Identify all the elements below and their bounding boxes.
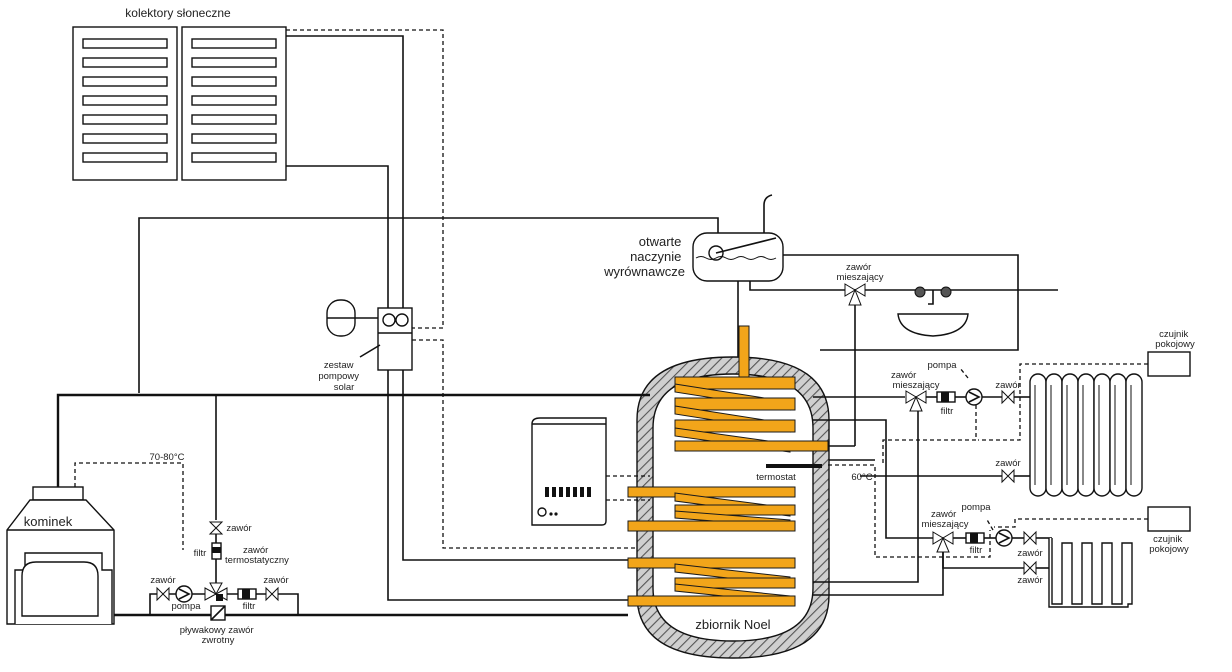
floor-heating-coil — [1048, 538, 1133, 608]
pump-left-label: pompa — [171, 601, 201, 612]
mixing-valve-floor-label: zawór mieszający — [922, 509, 969, 530]
radiator-circuit — [860, 367, 1030, 484]
filter-left-label: filtr — [194, 548, 207, 559]
pump-floor-label: pompa — [961, 502, 991, 513]
floor-heating-circuit — [932, 517, 1052, 576]
valve-left-label: zawór — [150, 575, 175, 586]
sink — [783, 254, 1019, 351]
top-coil — [674, 325, 829, 453]
collectors-label: kolektory słoneczne — [125, 6, 231, 20]
mixing-valve-radiator-label: zawór mieszający — [891, 370, 940, 391]
thermostat-bar — [766, 464, 822, 468]
room-sensor-1 — [1147, 351, 1191, 377]
pump-set-label: zestaw pompowy solar — [318, 360, 361, 393]
valve-left-2-label: zawór — [263, 575, 288, 586]
valve-radiator-1-label: zawór — [995, 380, 1020, 391]
gas-boiler — [531, 417, 607, 526]
storage-tank — [627, 325, 830, 659]
thermostat-label: termostat — [756, 472, 796, 483]
fireplace — [6, 486, 115, 625]
radiator — [1029, 373, 1143, 497]
thermostatic-valve-label: zawór termostatyczny — [225, 545, 289, 566]
fireplace-label: kominek — [24, 514, 73, 529]
solar-pump-set — [326, 299, 413, 371]
mixing-valve-top — [844, 283, 866, 446]
pump-radiator-label: pompa — [927, 360, 957, 371]
temp-tank-label: 60°C — [851, 472, 872, 483]
bottom-coil — [627, 557, 796, 607]
expansion-vessel-label: otwarte naczynie wyrównawcze — [603, 234, 685, 279]
middle-coil — [627, 486, 796, 532]
room-sensor-2-label: czujnik pokojowy — [1149, 534, 1189, 555]
collector-fins-left — [82, 38, 168, 163]
collector-fins-right — [191, 38, 277, 163]
valve-vertical-label: zawór — [226, 523, 251, 534]
expansion-vessel — [692, 194, 1058, 370]
valve-radiator-2-label: zawór — [995, 458, 1020, 469]
tank-label: zbiornik Noel — [695, 617, 770, 632]
valve-floor-2-label: zawór — [1017, 575, 1042, 586]
solar-collectors — [72, 26, 287, 181]
room-sensor-1-label: czujnik pokojowy — [1155, 329, 1195, 350]
mixing-valve-top-label: zawór mieszający — [837, 262, 884, 283]
temp-fireplace-label: 70-80°C — [150, 452, 185, 463]
filter-left-2-label: filtr — [243, 601, 256, 612]
filter-floor-label: filtr — [970, 545, 983, 556]
fireplace-circuit — [149, 395, 299, 621]
valve-floor-1-label: zawór — [1017, 548, 1042, 559]
filter-radiator-label: filtr — [941, 406, 954, 417]
room-sensor-2 — [1147, 506, 1191, 532]
float-check-valve-label: pływakowy zawór zwrotny — [180, 625, 257, 646]
